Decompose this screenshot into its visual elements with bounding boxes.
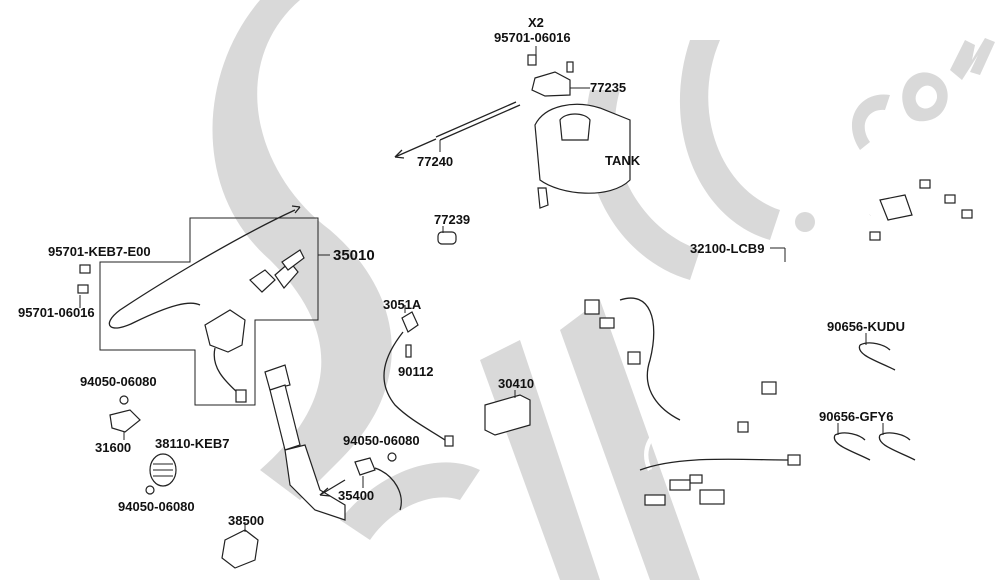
stand-35400	[264, 364, 402, 521]
label-95701-KEB7-E00[interactable]: 95701-KEB7-E00	[48, 244, 151, 259]
watermark-c	[851, 94, 890, 150]
label-38110-KEB7[interactable]: 38110-KEB7	[155, 436, 230, 451]
label-90656-KUDU[interactable]: 90656-KUDU	[827, 319, 906, 334]
label-94050-06080-mid[interactable]: 94050-06080	[343, 433, 420, 448]
regulator-38500	[221, 522, 259, 569]
label-x2: X2	[528, 15, 544, 30]
label-35400[interactable]: 35400	[338, 488, 375, 503]
watermark-stroke-1	[560, 300, 700, 580]
harness-32100-LCB9	[584, 179, 973, 506]
label-94050-06080-upper[interactable]: 94050-06080	[80, 374, 157, 389]
label-90112[interactable]: 90112	[398, 364, 434, 379]
label-3051A[interactable]: 3051A	[383, 297, 422, 312]
watermark-dot	[795, 212, 815, 232]
watermark-stroke-3	[340, 462, 480, 540]
ignition-set-35010	[99, 205, 330, 406]
bolts-left	[77, 264, 91, 308]
lock-77239	[437, 226, 457, 245]
watermark-s-shape	[212, 0, 392, 500]
relay-31600	[109, 395, 141, 440]
horn-38110	[145, 453, 177, 495]
cdi-30410	[484, 390, 531, 436]
fuel-tank	[534, 103, 631, 209]
label-30410[interactable]: 30410	[498, 376, 535, 391]
label-77240[interactable]: 77240	[417, 154, 454, 169]
label-94050-06080-lower[interactable]: 94050-06080	[118, 499, 195, 514]
sensor-3051A	[383, 305, 454, 447]
label-95701-06016-left[interactable]: 95701-06016	[18, 305, 95, 320]
label-35010[interactable]: 35010	[333, 247, 375, 264]
label-95701-06016-top[interactable]: 95701-06016	[494, 30, 571, 45]
label-tank: TANK	[605, 153, 641, 168]
watermark-m	[950, 38, 995, 80]
label-77235[interactable]: 77235	[590, 80, 627, 95]
bands	[833, 333, 916, 461]
label-31600[interactable]: 31600	[95, 440, 132, 455]
label-77239[interactable]: 77239	[434, 212, 471, 227]
label-32100-LCB9[interactable]: 32100-LCB9	[690, 241, 765, 256]
watermark-o	[902, 72, 948, 122]
label-90656-GFY6[interactable]: 90656-GFY6	[819, 409, 894, 424]
watermark-stroke-5	[679, 40, 780, 240]
label-38500[interactable]: 38500	[228, 513, 265, 528]
bracket-77235	[527, 46, 590, 97]
cable-77240	[394, 101, 521, 159]
